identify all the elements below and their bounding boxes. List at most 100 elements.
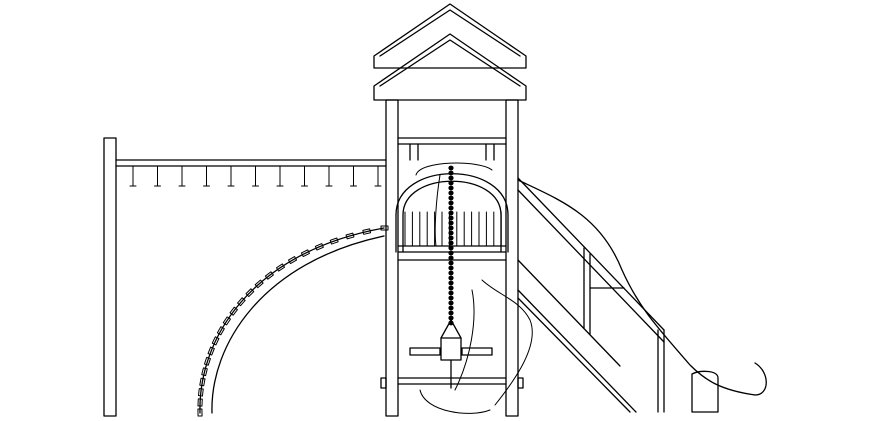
climbing-arch-rung bbox=[264, 271, 274, 280]
chain-link bbox=[448, 295, 454, 301]
chain-link bbox=[448, 300, 454, 306]
chain-link bbox=[448, 305, 454, 311]
chain-link bbox=[448, 175, 454, 181]
chain-link bbox=[448, 250, 454, 256]
chain-link bbox=[448, 230, 454, 236]
climbing-arch-rung bbox=[203, 356, 211, 366]
chain-link bbox=[448, 225, 454, 231]
climbing-arch-rung bbox=[300, 249, 310, 258]
monkey-bar-rung bbox=[129, 165, 137, 187]
tube-slide-body bbox=[481, 279, 533, 406]
chain-link bbox=[448, 235, 454, 241]
chain-link bbox=[448, 165, 454, 171]
climbing-arch-rung bbox=[345, 232, 355, 240]
tube-slide-top bbox=[415, 162, 493, 176]
chain-link bbox=[448, 195, 454, 201]
climbing-arch bbox=[197, 225, 389, 417]
chain-link bbox=[448, 220, 454, 226]
chain-link bbox=[448, 215, 454, 221]
chain-link bbox=[448, 310, 454, 316]
chain-link bbox=[448, 245, 454, 251]
chain-link bbox=[448, 200, 454, 206]
climbing-arch-rung bbox=[275, 263, 286, 272]
chain-link bbox=[448, 270, 454, 276]
chain-link bbox=[448, 255, 454, 261]
climbing-arch-inner-rail bbox=[211, 235, 385, 414]
roof-lower-tier bbox=[373, 33, 527, 101]
chain-swing bbox=[409, 165, 493, 389]
swing-hub bbox=[440, 337, 462, 361]
slide-support-post bbox=[583, 247, 591, 335]
climbing-arch-rung bbox=[197, 398, 203, 407]
slide-exit-block bbox=[691, 370, 719, 413]
tube-slide-inner-edge bbox=[434, 174, 441, 247]
swing-seat-right bbox=[461, 347, 493, 356]
climbing-arch-rung bbox=[362, 228, 372, 235]
tower-base-rail bbox=[397, 377, 507, 385]
climbing-arch-rung bbox=[380, 225, 389, 231]
chain-link bbox=[448, 205, 454, 211]
chain-link bbox=[448, 265, 454, 271]
monkey-bar-rung bbox=[325, 165, 333, 187]
climbing-arch-rung bbox=[222, 316, 231, 326]
slide-rail-middle bbox=[517, 259, 621, 367]
monkey-bar-rung bbox=[178, 165, 186, 187]
tube-slide-body-inner bbox=[454, 289, 475, 391]
swing-seat-left bbox=[409, 347, 441, 356]
chain-link bbox=[448, 285, 454, 291]
roof-lower-ridge bbox=[379, 39, 521, 87]
monkey-bar-rung bbox=[301, 165, 308, 187]
climbing-arch-rung bbox=[207, 346, 215, 356]
climbing-arch-rung bbox=[201, 367, 208, 377]
tower-upper-rail bbox=[397, 137, 507, 145]
tower-rail-brackets bbox=[409, 143, 495, 161]
climbing-arch-rung bbox=[197, 408, 203, 417]
chain-link bbox=[448, 280, 454, 286]
slide-exit-lip bbox=[754, 362, 767, 396]
chain-link bbox=[448, 170, 454, 176]
base-bolt-right bbox=[517, 377, 524, 389]
tower-post-right bbox=[505, 99, 519, 417]
monkey-bar-top-rail bbox=[115, 159, 387, 167]
climbing-arch-rung bbox=[288, 256, 298, 265]
tube-slide-bottom bbox=[419, 389, 491, 414]
tower bbox=[373, 3, 533, 417]
climbing-arch-rung bbox=[216, 326, 225, 336]
chain-link bbox=[448, 315, 454, 321]
chain-link bbox=[448, 190, 454, 196]
chain-link bbox=[448, 210, 454, 216]
chain-link bbox=[448, 240, 454, 246]
monkey-bar-rungs bbox=[129, 165, 382, 187]
roof-upper-tier bbox=[373, 3, 527, 69]
slide bbox=[517, 177, 767, 413]
monkey-bar-rung bbox=[203, 165, 210, 187]
monkey-bar-rung bbox=[252, 165, 259, 187]
climbing-arch-rung bbox=[245, 288, 255, 298]
base-bolt-left bbox=[380, 377, 387, 389]
climbing-arch-rungs bbox=[197, 225, 389, 417]
climbing-arch-rung bbox=[197, 388, 204, 397]
climbing-arch-outer-rail bbox=[199, 227, 385, 414]
roof-upper-ridge bbox=[379, 9, 521, 57]
monkey-bar-rung bbox=[374, 165, 382, 187]
chain-link bbox=[448, 185, 454, 191]
climbing-arch-rung bbox=[329, 237, 339, 245]
climbing-arch-rung bbox=[229, 306, 238, 316]
monkey-bars bbox=[103, 137, 387, 417]
monkey-bar-rung bbox=[350, 165, 357, 187]
climbing-arch-rung bbox=[254, 279, 264, 289]
climbing-arch-rung bbox=[314, 243, 324, 251]
chain-link bbox=[448, 260, 454, 266]
climbing-arch-rung bbox=[211, 336, 220, 346]
chain-link bbox=[448, 290, 454, 296]
swing-hanger bbox=[440, 319, 462, 339]
slide-rail-bottom bbox=[517, 289, 637, 413]
slide-bed-top bbox=[517, 179, 756, 396]
climbing-arch-rung bbox=[237, 297, 246, 307]
climbing-arch-rung bbox=[199, 377, 206, 387]
slide-handrail-top bbox=[517, 177, 665, 343]
monkey-bar-rung bbox=[154, 165, 161, 187]
tower-post-left bbox=[385, 99, 399, 417]
